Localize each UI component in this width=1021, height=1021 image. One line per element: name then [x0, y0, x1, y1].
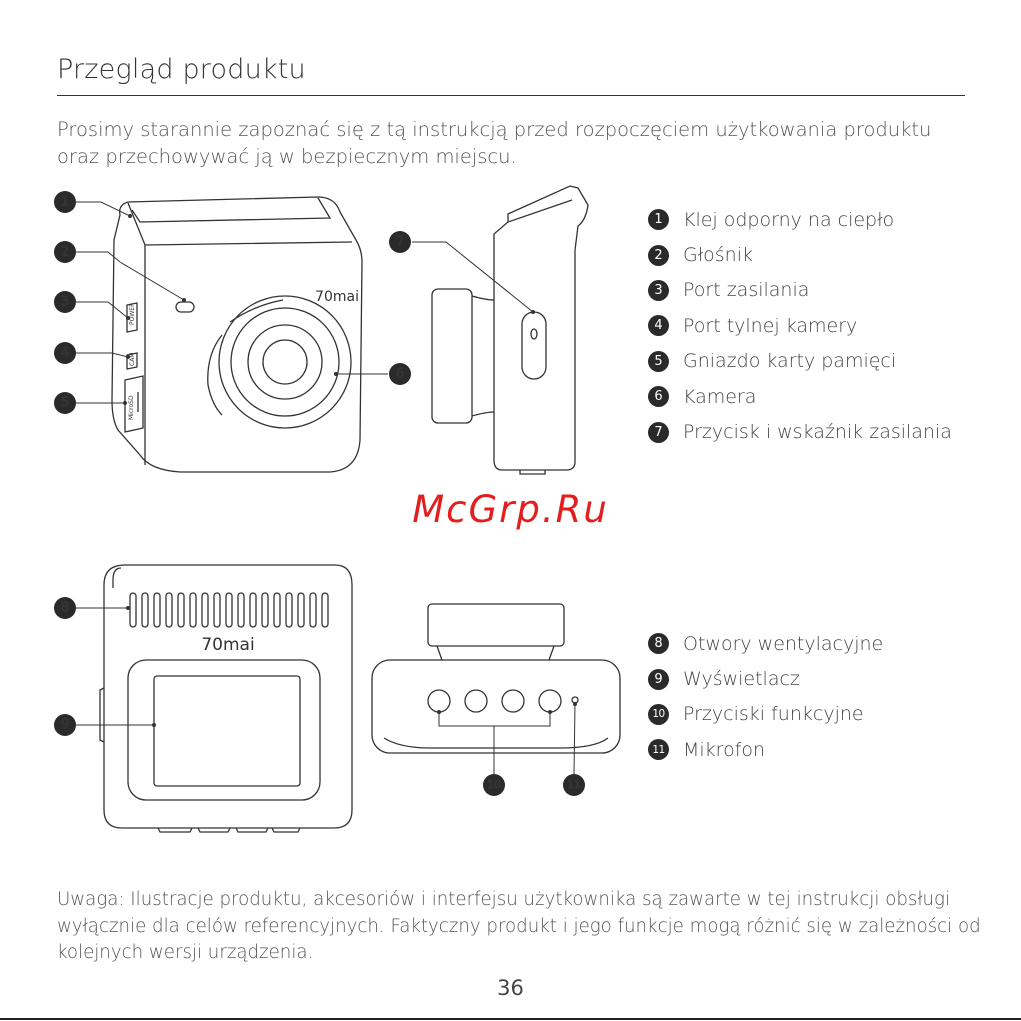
power-port-label: POWER: [129, 303, 136, 325]
callout-badge: 9: [54, 714, 76, 736]
legend-text: Głośnik: [683, 244, 753, 267]
legend-number: 4: [648, 315, 669, 337]
legend-number: 8: [648, 633, 669, 655]
legend-item: 7 Przycisk i wskaźnik zasilania: [648, 414, 952, 449]
dashcam-front-view: 70mai POWER CAM MicroSD: [111, 196, 363, 473]
svg-text:2: 2: [61, 245, 69, 260]
watermark: McGrp.Ru: [412, 488, 609, 531]
legend-number: 3: [648, 279, 669, 301]
intro-line: oraz przechowywać ją w bezpiecznym miejs…: [57, 145, 517, 168]
callout-badge: 3: [54, 291, 76, 313]
legend-item: 6 Kamera: [648, 379, 952, 414]
svg-text:3: 3: [61, 295, 69, 310]
svg-text:11: 11: [567, 779, 580, 791]
page-title: Przegląd produktu: [57, 54, 306, 85]
title-divider: [57, 95, 965, 96]
svg-text:8: 8: [61, 601, 69, 616]
legend-figure-1: 1 Klej odporny na ciepło 2 Głośnik 3 Port z…: [648, 202, 952, 450]
legend-text: Wyświetlacz: [683, 668, 800, 691]
legend-figure-2: 8 Otwory wentylacyjne 9 Wyświetlacz 10 Przy…: [648, 626, 883, 768]
legend-number: 5: [648, 350, 669, 372]
svg-text:5: 5: [61, 396, 69, 411]
callout-badge: 1: [54, 191, 76, 213]
legend-text: Kamera: [683, 385, 757, 408]
legend-text: Przycisk i wskaźnik zasilania: [683, 421, 952, 444]
brand-logo-rear: 70mai: [201, 635, 254, 655]
svg-text:1: 1: [61, 195, 69, 210]
camera-port-label: CAM: [129, 353, 136, 366]
callout-badge: 11: [563, 774, 585, 796]
legend-item: 1 Klej odporny na ciepło: [648, 202, 952, 237]
svg-text:9: 9: [61, 718, 69, 733]
legend-item: 3 Port zasilania: [648, 273, 952, 308]
legend-number: 7: [648, 421, 669, 443]
legend-number: 1: [648, 209, 669, 231]
microsd-slot-label: MicroSD: [128, 395, 135, 420]
callout-badge: 7: [389, 231, 411, 253]
dashcam-rear-view: 70mai: [99, 564, 353, 833]
dashcam-side-view: [431, 185, 589, 475]
svg-text:4: 4: [61, 346, 69, 361]
legend-number: 10: [648, 703, 669, 725]
legend-item: 4 Port tylnej kamery: [648, 308, 952, 343]
callout-badge: 2: [54, 241, 76, 263]
intro-line: Prosimy starannie zapoznać się z tą inst…: [57, 118, 932, 141]
legend-text: Klej odporny na ciepło: [683, 208, 895, 231]
legend-text: Gniazdo karty pamięci: [683, 350, 897, 373]
legend-item: 9 Wyświetlacz: [648, 661, 883, 696]
legend-text: Port tylnej kamery: [683, 314, 858, 337]
svg-text:10: 10: [487, 779, 500, 791]
dashcam-top-view: [371, 603, 621, 754]
svg-text:6: 6: [396, 367, 404, 382]
legend-text: Przyciski funkcyjne: [683, 703, 864, 726]
ventilation-holes: [129, 592, 329, 628]
callout-badge: 8: [54, 597, 76, 619]
bottom-divider: [0, 1018, 1021, 1020]
legend-text: Port zasilania: [683, 279, 810, 302]
callout-badges: 1 2 3 4 5 6 7 8 9 10 11: [54, 191, 585, 796]
page-number: 36: [497, 976, 524, 1000]
callout-badge: 5: [54, 392, 76, 414]
note-line: Uwaga: Ilustracje produktu, akcesoriów i…: [57, 889, 950, 910]
legend-text: Mikrofon: [683, 738, 766, 761]
note-line: kolejnych wersji urządzenia.: [57, 942, 314, 963]
note-line: wyłącznie dla celów referencyjnych. Fakt…: [57, 915, 981, 937]
callout-badge: 10: [483, 774, 505, 796]
svg-text:7: 7: [396, 235, 404, 250]
callout-badge: 4: [54, 342, 76, 364]
callout-badge: 6: [389, 363, 411, 385]
intro-paragraph: Prosimy starannie zapoznać się z tą inst…: [57, 116, 977, 170]
legend-item: 10 Przyciski funkcyjne: [648, 697, 883, 732]
legend-item: 2 Głośnik: [648, 237, 952, 272]
legend-number: 6: [648, 386, 669, 408]
legend-item: 5 Gniazdo karty pamięci: [648, 344, 952, 379]
disclaimer-note: Uwaga: Ilustracje produktu, akcesoriów i…: [57, 887, 987, 967]
legend-text: Otwory wentylacyjne: [683, 632, 884, 655]
brand-logo-front: 70mai: [315, 289, 359, 305]
leader-lines: [76, 201, 576, 775]
legend-item: 8 Otwory wentylacyjne: [648, 626, 883, 661]
legend-number: 2: [648, 244, 669, 266]
legend-item: 11 Mikrofon: [648, 732, 883, 767]
legend-number: 11: [648, 739, 669, 761]
legend-number: 9: [648, 668, 669, 690]
